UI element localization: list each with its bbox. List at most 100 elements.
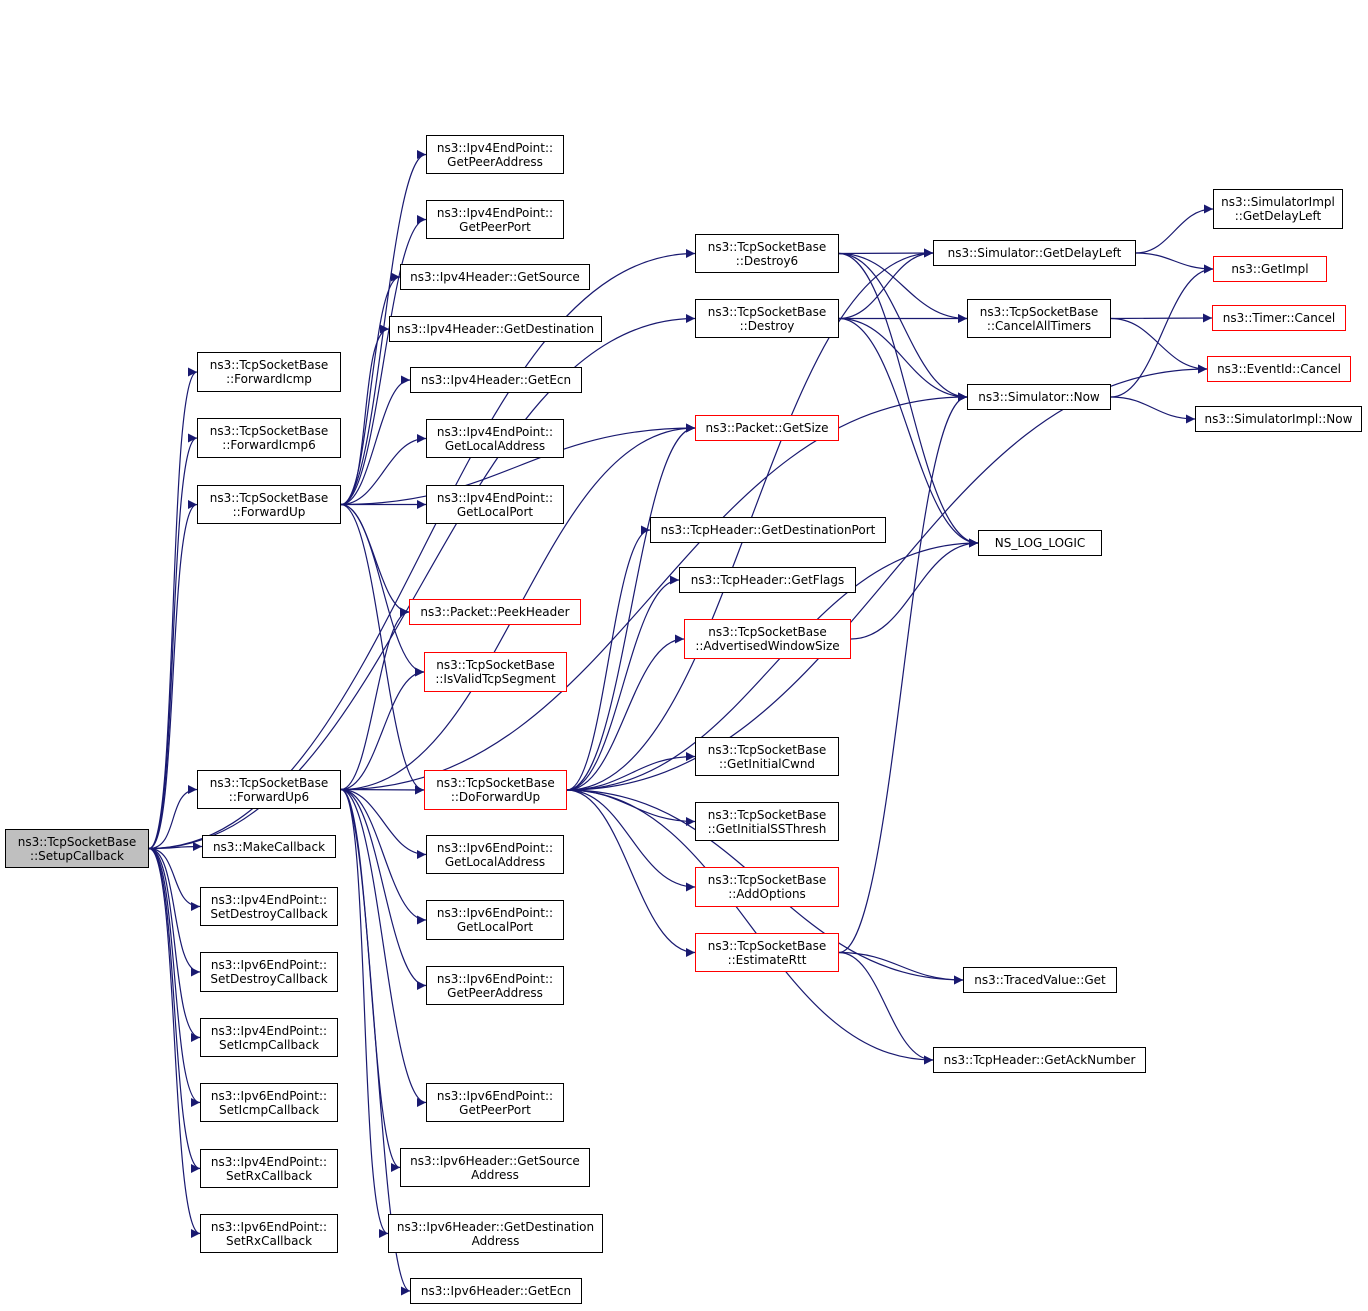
node-label-line: ns3::TcpSocketBase (209, 775, 329, 790)
node-initial-ssthresh[interactable]: ns3::TcpSocketBase::GetInitialSSThresh (695, 802, 839, 841)
edge-sim_get_delay_left-to-get_impl (1135, 252, 1214, 274)
node-tcph-ack-number[interactable]: ns3::TcpHeader::GetAckNumber (933, 1047, 1146, 1073)
node-cancel-all-timers[interactable]: ns3::TcpSocketBase::CancelAllTimers (967, 299, 1111, 338)
edge-forward_up6-to-ipv6h_ecn (340, 788, 411, 1296)
node-forward-icmp[interactable]: ns3::TcpSocketBase::ForwardIcmp (197, 352, 341, 392)
edge-do_forward_up-to-tcph_dest_port (566, 525, 651, 791)
node-setup-callback: ns3::TcpSocketBase::SetupCallback (5, 829, 149, 868)
edge-forward_up-to-ipv4h_source (340, 272, 401, 506)
edge-destroy-to-ns_log_logic (838, 317, 979, 548)
node-ipv4h-source[interactable]: ns3::Ipv4Header::GetSource (400, 264, 590, 290)
node-forward-icmp6[interactable]: ns3::TcpSocketBase::ForwardIcmp6 (197, 418, 341, 458)
node-initial-cwnd[interactable]: ns3::TcpSocketBase::GetInitialCwnd (695, 737, 839, 776)
node-ipv6ep-set-icmp[interactable]: ns3::Ipv6EndPoint::SetIcmpCallback (200, 1083, 338, 1122)
node-ipv4h-dest[interactable]: ns3::Ipv4Header::GetDestination (389, 316, 602, 342)
edge-forward_up-to-ipv4ep_local_addr (340, 434, 427, 506)
node-ipv4ep-local-port[interactable]: ns3::Ipv4EndPoint::GetLocalPort (426, 485, 564, 524)
node-label-line: ::GetInitialCwnd (718, 756, 816, 771)
node-do-forward-up[interactable]: ns3::TcpSocketBase::DoForwardUp (424, 770, 567, 810)
edge-destroy6-to-sim_now (838, 252, 968, 402)
node-label-line: ns3::Ipv4EndPoint:: (436, 140, 554, 155)
node-label-line: GetPeerAddress (447, 985, 543, 1000)
node-label-line: ::ForwardIcmp (226, 372, 312, 386)
edge-sim_get_delay_left-to-simimpl_get_delay_left (1135, 204, 1214, 254)
edge-forward_up6-to-ipv6ep_peer_addr (340, 788, 427, 990)
node-label-line: ns3::EventId::Cancel (1217, 362, 1341, 376)
node-estimate-rtt[interactable]: ns3::TcpSocketBase::EstimateRtt (695, 933, 839, 972)
node-ipv6ep-local-addr[interactable]: ns3::Ipv6EndPoint::GetLocalAddress (426, 835, 564, 874)
edge-forward_up6-to-ipv6ep_local_port (340, 788, 427, 925)
edge-do_forward_up-to-estimate_rtt (566, 789, 696, 957)
node-destroy6[interactable]: ns3::TcpSocketBase::Destroy6 (695, 234, 839, 273)
node-sim-get-delay-left[interactable]: ns3::Simulator::GetDelayLeft (933, 240, 1136, 266)
edge-setup_callback-to-forward_icmp (148, 367, 198, 850)
node-ipv6h-ecn[interactable]: ns3::Ipv6Header::GetEcn (410, 1278, 582, 1304)
node-label-line: GetLocalAddress (444, 438, 546, 453)
node-advertised-window[interactable]: ns3::TcpSocketBase::AdvertisedWindowSize (684, 619, 851, 659)
node-packet-peek-header[interactable]: ns3::Packet::PeekHeader (409, 599, 581, 625)
node-label-line: GetPeerPort (459, 219, 531, 234)
node-ipv6ep-peer-port[interactable]: ns3::Ipv6EndPoint::GetPeerPort (426, 1083, 564, 1122)
node-label-line: ns3::Ipv6EndPoint:: (436, 906, 554, 920)
node-forward-up6[interactable]: ns3::TcpSocketBase::ForwardUp6 (197, 770, 341, 809)
node-ipv6ep-local-port[interactable]: ns3::Ipv6EndPoint::GetLocalPort (426, 900, 564, 940)
node-simimpl-now[interactable]: ns3::SimulatorImpl::Now (1195, 406, 1362, 432)
node-label-line: ns3::Ipv4Header::GetEcn (420, 373, 572, 387)
node-label-line: ns3::Simulator::Now (978, 390, 1100, 404)
node-label-line: ns3::TcpSocketBase (209, 358, 329, 372)
node-add-options[interactable]: ns3::TcpSocketBase::AddOptions (695, 867, 839, 907)
node-is-valid-tcp-segment[interactable]: ns3::TcpSocketBase::IsValidTcpSegment (424, 652, 567, 692)
node-ipv4ep-peer-port[interactable]: ns3::Ipv4EndPoint::GetPeerPort (426, 200, 564, 239)
edge-setup_callback-to-destroy (148, 314, 696, 850)
node-ipv4ep-local-addr[interactable]: ns3::Ipv4EndPoint::GetLocalAddress (426, 419, 564, 458)
node-traced-value-get[interactable]: ns3::TracedValue::Get (963, 967, 1117, 993)
node-ipv6ep-set-destroy[interactable]: ns3::Ipv6EndPoint::SetDestroyCallback (200, 952, 338, 992)
node-tcph-dest-port[interactable]: ns3::TcpHeader::GetDestinationPort (650, 517, 886, 543)
node-make-callback[interactable]: ns3::MakeCallback (202, 835, 336, 858)
node-label-line: SetRxCallback (225, 1233, 313, 1248)
node-label-line: SetDestroyCallback (210, 906, 328, 921)
node-label-line: ns3::TcpSocketBase (707, 938, 827, 953)
edge-setup_callback-to-ipv6ep_set_rx (148, 847, 201, 1238)
node-label-line: ns3::Ipv6EndPoint:: (436, 1088, 554, 1103)
node-ipv6ep-set-rx[interactable]: ns3::Ipv6EndPoint::SetRxCallback (200, 1214, 338, 1253)
node-ipv6ep-peer-addr[interactable]: ns3::Ipv6EndPoint::GetPeerAddress (426, 966, 564, 1005)
node-label-line: ns3::Ipv4EndPoint:: (436, 424, 554, 439)
node-label-line: ns3::TcpSocketBase (209, 490, 329, 505)
node-label-line: ns3::TcpHeader::GetFlags (690, 573, 845, 587)
node-eventid-cancel[interactable]: ns3::EventId::Cancel (1207, 356, 1351, 382)
node-label-line: ns3::Packet::PeekHeader (420, 605, 570, 619)
node-label-line: ns3::Ipv4EndPoint:: (210, 1023, 328, 1038)
node-destroy[interactable]: ns3::TcpSocketBase::Destroy (695, 299, 839, 338)
node-sim-now[interactable]: ns3::Simulator::Now (967, 384, 1111, 410)
node-ipv4ep-peer-addr[interactable]: ns3::Ipv4EndPoint::GetPeerAddress (426, 135, 564, 174)
edge-do_forward_up-to-add_options (566, 789, 696, 892)
node-ns-log-logic[interactable]: NS_LOG_LOGIC (978, 530, 1102, 556)
node-label-line: ns3::Ipv6EndPoint:: (436, 971, 554, 986)
node-packet-get-size[interactable]: ns3::Packet::GetSize (695, 415, 839, 441)
node-ipv4h-ecn[interactable]: ns3::Ipv4Header::GetEcn (410, 367, 582, 393)
node-ipv4ep-set-icmp[interactable]: ns3::Ipv4EndPoint::SetIcmpCallback (200, 1018, 338, 1057)
node-forward-up[interactable]: ns3::TcpSocketBase::ForwardUp (197, 485, 341, 524)
node-ipv4ep-set-rx[interactable]: ns3::Ipv4EndPoint::SetRxCallback (200, 1149, 338, 1188)
node-timer-cancel[interactable]: ns3::Timer::Cancel (1212, 305, 1346, 331)
node-label-line: ns3::Ipv4EndPoint:: (210, 1154, 328, 1169)
edge-destroy6-to-ns_log_logic (838, 252, 979, 548)
node-get-impl[interactable]: ns3::GetImpl (1213, 256, 1327, 282)
node-label-line: ns3::Ipv6EndPoint:: (210, 958, 328, 972)
node-label-line: ::GetDelayLeft (1234, 209, 1322, 223)
node-tcph-flags[interactable]: ns3::TcpHeader::GetFlags (679, 567, 856, 593)
node-simimpl-get-delay-left[interactable]: ns3::SimulatorImpl::GetDelayLeft (1213, 189, 1343, 229)
node-ipv4ep-set-destroy[interactable]: ns3::Ipv4EndPoint::SetDestroyCallback (200, 887, 338, 926)
edge-setup_callback-to-ipv6ep_set_destroy (148, 847, 201, 977)
node-label-line: GetLocalAddress (444, 854, 546, 869)
node-label-line: GetPeerPort (459, 1102, 531, 1117)
node-label-line: ns3::Ipv6EndPoint:: (436, 840, 554, 855)
node-label-line: ns3::Ipv6Header::GetDestination (396, 1219, 595, 1234)
edge-do_forward_up-to-tcph_ack_number (566, 789, 934, 1065)
edge-do_forward_up-to-tcph_flags (566, 575, 680, 791)
